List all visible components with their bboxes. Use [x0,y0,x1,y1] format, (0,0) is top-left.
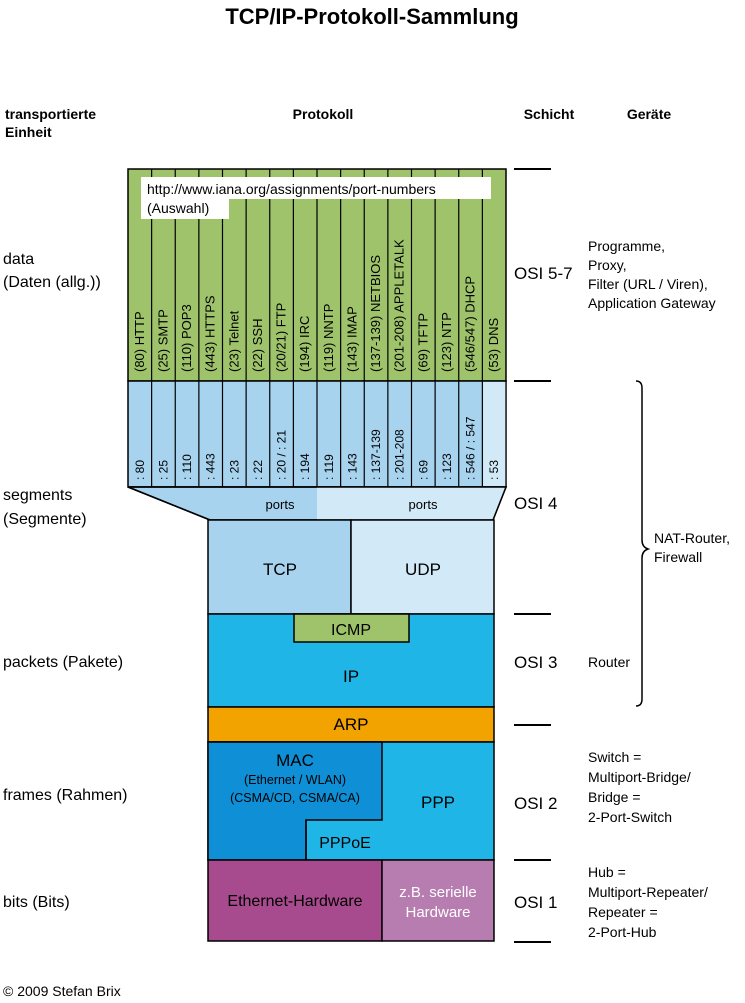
source-note-box [141,197,229,219]
serial-hardware-label-line2: Hardware [405,904,470,921]
unit-segments-line1: segments [3,487,72,504]
osi-layer-5-7: OSI 5-7 [514,264,573,283]
source-url[interactable]: http://www.iana.org/assignments/port-num… [147,181,436,197]
port-label: : 443 [204,453,218,480]
devices-hub-line4: 2-Port-Hub [588,924,657,940]
source-note: (Auswahl) [147,200,209,216]
devices-app-line3: Filter (URL / Viren), [588,276,708,292]
ethernet-hardware-block [207,859,383,942]
port-label: : 201-208 [393,429,407,480]
ppp-label: PPP [421,793,455,812]
header-devices: Geräte [627,106,672,122]
unit-bits: bits (Bits) [3,894,70,911]
protocol-label: (443) HTTPS [203,295,218,372]
source-url-box [141,177,491,199]
protocol-label: (22) SSH [250,319,265,372]
port-number-columns: : 80 : 25 : 110 : 443 : 23 : 22 : 20 / : 21 : 1… [133,382,506,486]
unit-segments-line2: (Segmente) [3,511,87,528]
serial-hardware-block [381,859,495,942]
icmp-block [293,613,410,643]
arp-label: ARP [334,715,369,734]
port-label: : 110 [180,454,194,480]
mac-sub1: (Ethernet / WLAN) [244,773,346,787]
port-label: : 546 / : 547 [464,416,478,480]
protocol-label: (201-208) APPLETALK [392,239,407,372]
serial-hardware-label-line1: z.B. serielle [399,884,477,901]
copyright: © 2009 Stefan Brix [3,983,121,999]
unit-data-line1: data [3,251,34,268]
port-label: : 20 / : 21 [275,430,289,480]
port-cell-highlight [483,382,506,486]
osi-layer-1: OSI 1 [514,893,557,912]
devices-hub-line1: Hub = [588,864,626,880]
header-layer: Schicht [524,106,575,122]
protocol-label: (123) NTP [439,312,454,372]
protocol-label: (110) POP3 [179,304,194,372]
mac-sub2: (CSMA/CD, CSMA/CA) [230,791,360,805]
osi-layer-2: OSI 2 [514,794,557,813]
port-label: : 23 [227,460,241,480]
port-label: : 123 [440,453,454,480]
unit-packets: packets (Pakete) [3,654,123,671]
devices-hub-line3: Repeater = [588,904,658,920]
devices-app-line4: Application Gateway [588,295,716,311]
port-label: : 119 [322,454,336,480]
devices-router: Router [588,654,630,670]
port-label: : 22 [251,460,265,480]
port-label: : 137-139 [369,429,383,480]
protocol-label: (20/21) FTP [274,303,289,372]
protocol-label: (69) TFTP [415,313,430,372]
port-label: : 25 [156,460,170,480]
devices-nat-line2: Firewall [654,549,702,565]
devices-app-line1: Programme, [588,238,665,254]
header-protocol: Protokoll [293,106,354,122]
nat-bracket [635,380,651,707]
port-label: : 143 [345,453,359,480]
port-label: : 69 [416,460,430,480]
devices-hub-line2: Multiport-Repeater/ [588,884,708,900]
tcp-label: TCP [263,560,297,579]
port-label: : 80 [133,460,147,480]
devices-switch-line1: Switch = [588,749,641,765]
pppoe-label: PPPoE [319,835,371,852]
protocol-label: (119) NNTP [321,304,336,372]
header-unit-line2: Einheit [5,124,52,140]
ports-label-udp: ports [409,497,438,512]
protocol-label: (143) IMAP [344,306,359,372]
unit-frames: frames (Rahmen) [3,787,127,804]
port-label: : 53 [487,460,501,480]
port-label: : 194 [298,453,312,480]
ports-funnel-udp [317,487,506,520]
application-protocol-columns: (80) HTTP (25) SMTP (110) POP3 (443) HTTPS (… [132,169,501,487]
page-title: TCP/IP-Protokoll-Sammlung [225,4,518,29]
protocol-label: (25) SMTP [155,309,170,372]
protocol-label: (53) DNS [486,317,501,372]
devices-switch-line3: Bridge = [588,789,641,805]
protocol-label: (546/547) DHCP [463,276,478,372]
header-unit-line1: transportierte [5,106,96,122]
udp-block [350,519,495,615]
devices-switch-line4: 2-Port-Switch [588,809,672,825]
udp-label: UDP [405,560,441,579]
devices-nat-line1: NAT-Router, [654,530,730,546]
protocol-label: (23) Telnet [226,310,241,372]
unit-data-line2: (Daten (allg.)) [3,274,101,291]
tcp-block [207,519,352,615]
ip-label: IP [343,667,359,686]
protocol-label: (137-139) NETBIOS [368,255,383,372]
osi-layer-3: OSI 3 [514,653,557,672]
devices-switch-line2: Multiport-Bridge/ [588,769,691,785]
osi-layer-4: OSI 4 [514,494,557,513]
protocol-label: (80) HTTP [132,311,147,372]
icmp-label: ICMP [331,622,371,639]
protocol-label: (194) IRC [297,316,312,372]
ports-label-tcp: ports [266,497,295,512]
devices-app-line2: Proxy, [588,257,627,273]
ethernet-hardware-label: Ethernet-Hardware [227,893,362,910]
mac-label: MAC [276,751,314,770]
